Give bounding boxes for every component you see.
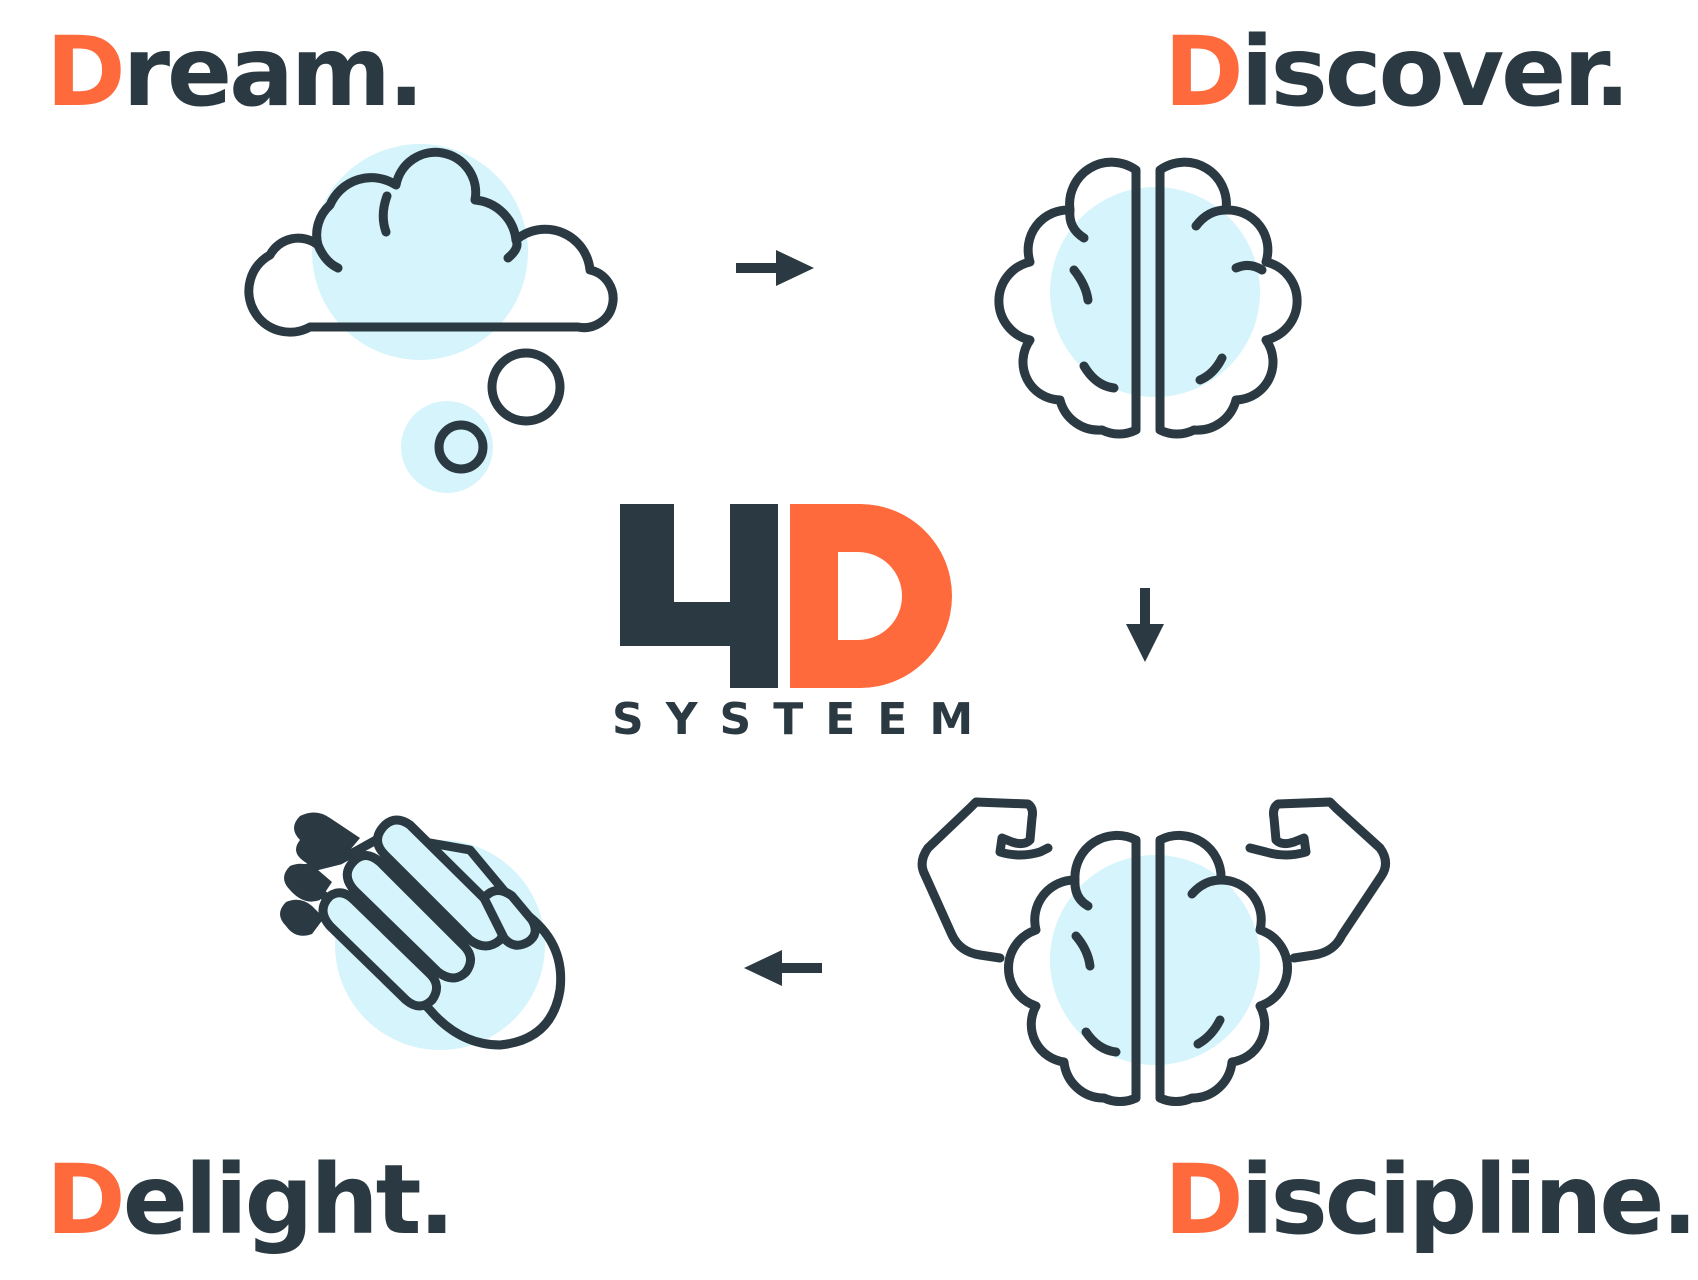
left-arrow-icon <box>744 950 822 986</box>
cloud-thought-icon <box>244 144 618 493</box>
step-initial: D <box>1164 16 1244 128</box>
logo-mark <box>620 504 952 688</box>
step-word: iscover. <box>1240 16 1631 128</box>
logo-subtitle: SYSTEEM <box>612 694 996 745</box>
step-initial: D <box>1164 1144 1244 1256</box>
right-arrow-icon <box>736 250 814 286</box>
step-word: ream. <box>122 16 425 128</box>
flexing-brain-icon <box>917 797 1390 1106</box>
step-label-discipline: Discipline. <box>1164 1152 1698 1248</box>
brain-icon <box>994 157 1302 439</box>
step-initial: D <box>46 16 126 128</box>
down-arrow-icon <box>1126 588 1164 662</box>
step-label-delight: Delight. <box>46 1152 455 1248</box>
step-label-dream: Dream. <box>46 24 424 120</box>
step-word: elight. <box>122 1144 455 1256</box>
step-initial: D <box>46 1144 126 1256</box>
step-label-discover: Discover. <box>1164 24 1630 120</box>
praying-hands-icon <box>280 812 566 1050</box>
step-word: iscipline. <box>1240 1144 1698 1256</box>
